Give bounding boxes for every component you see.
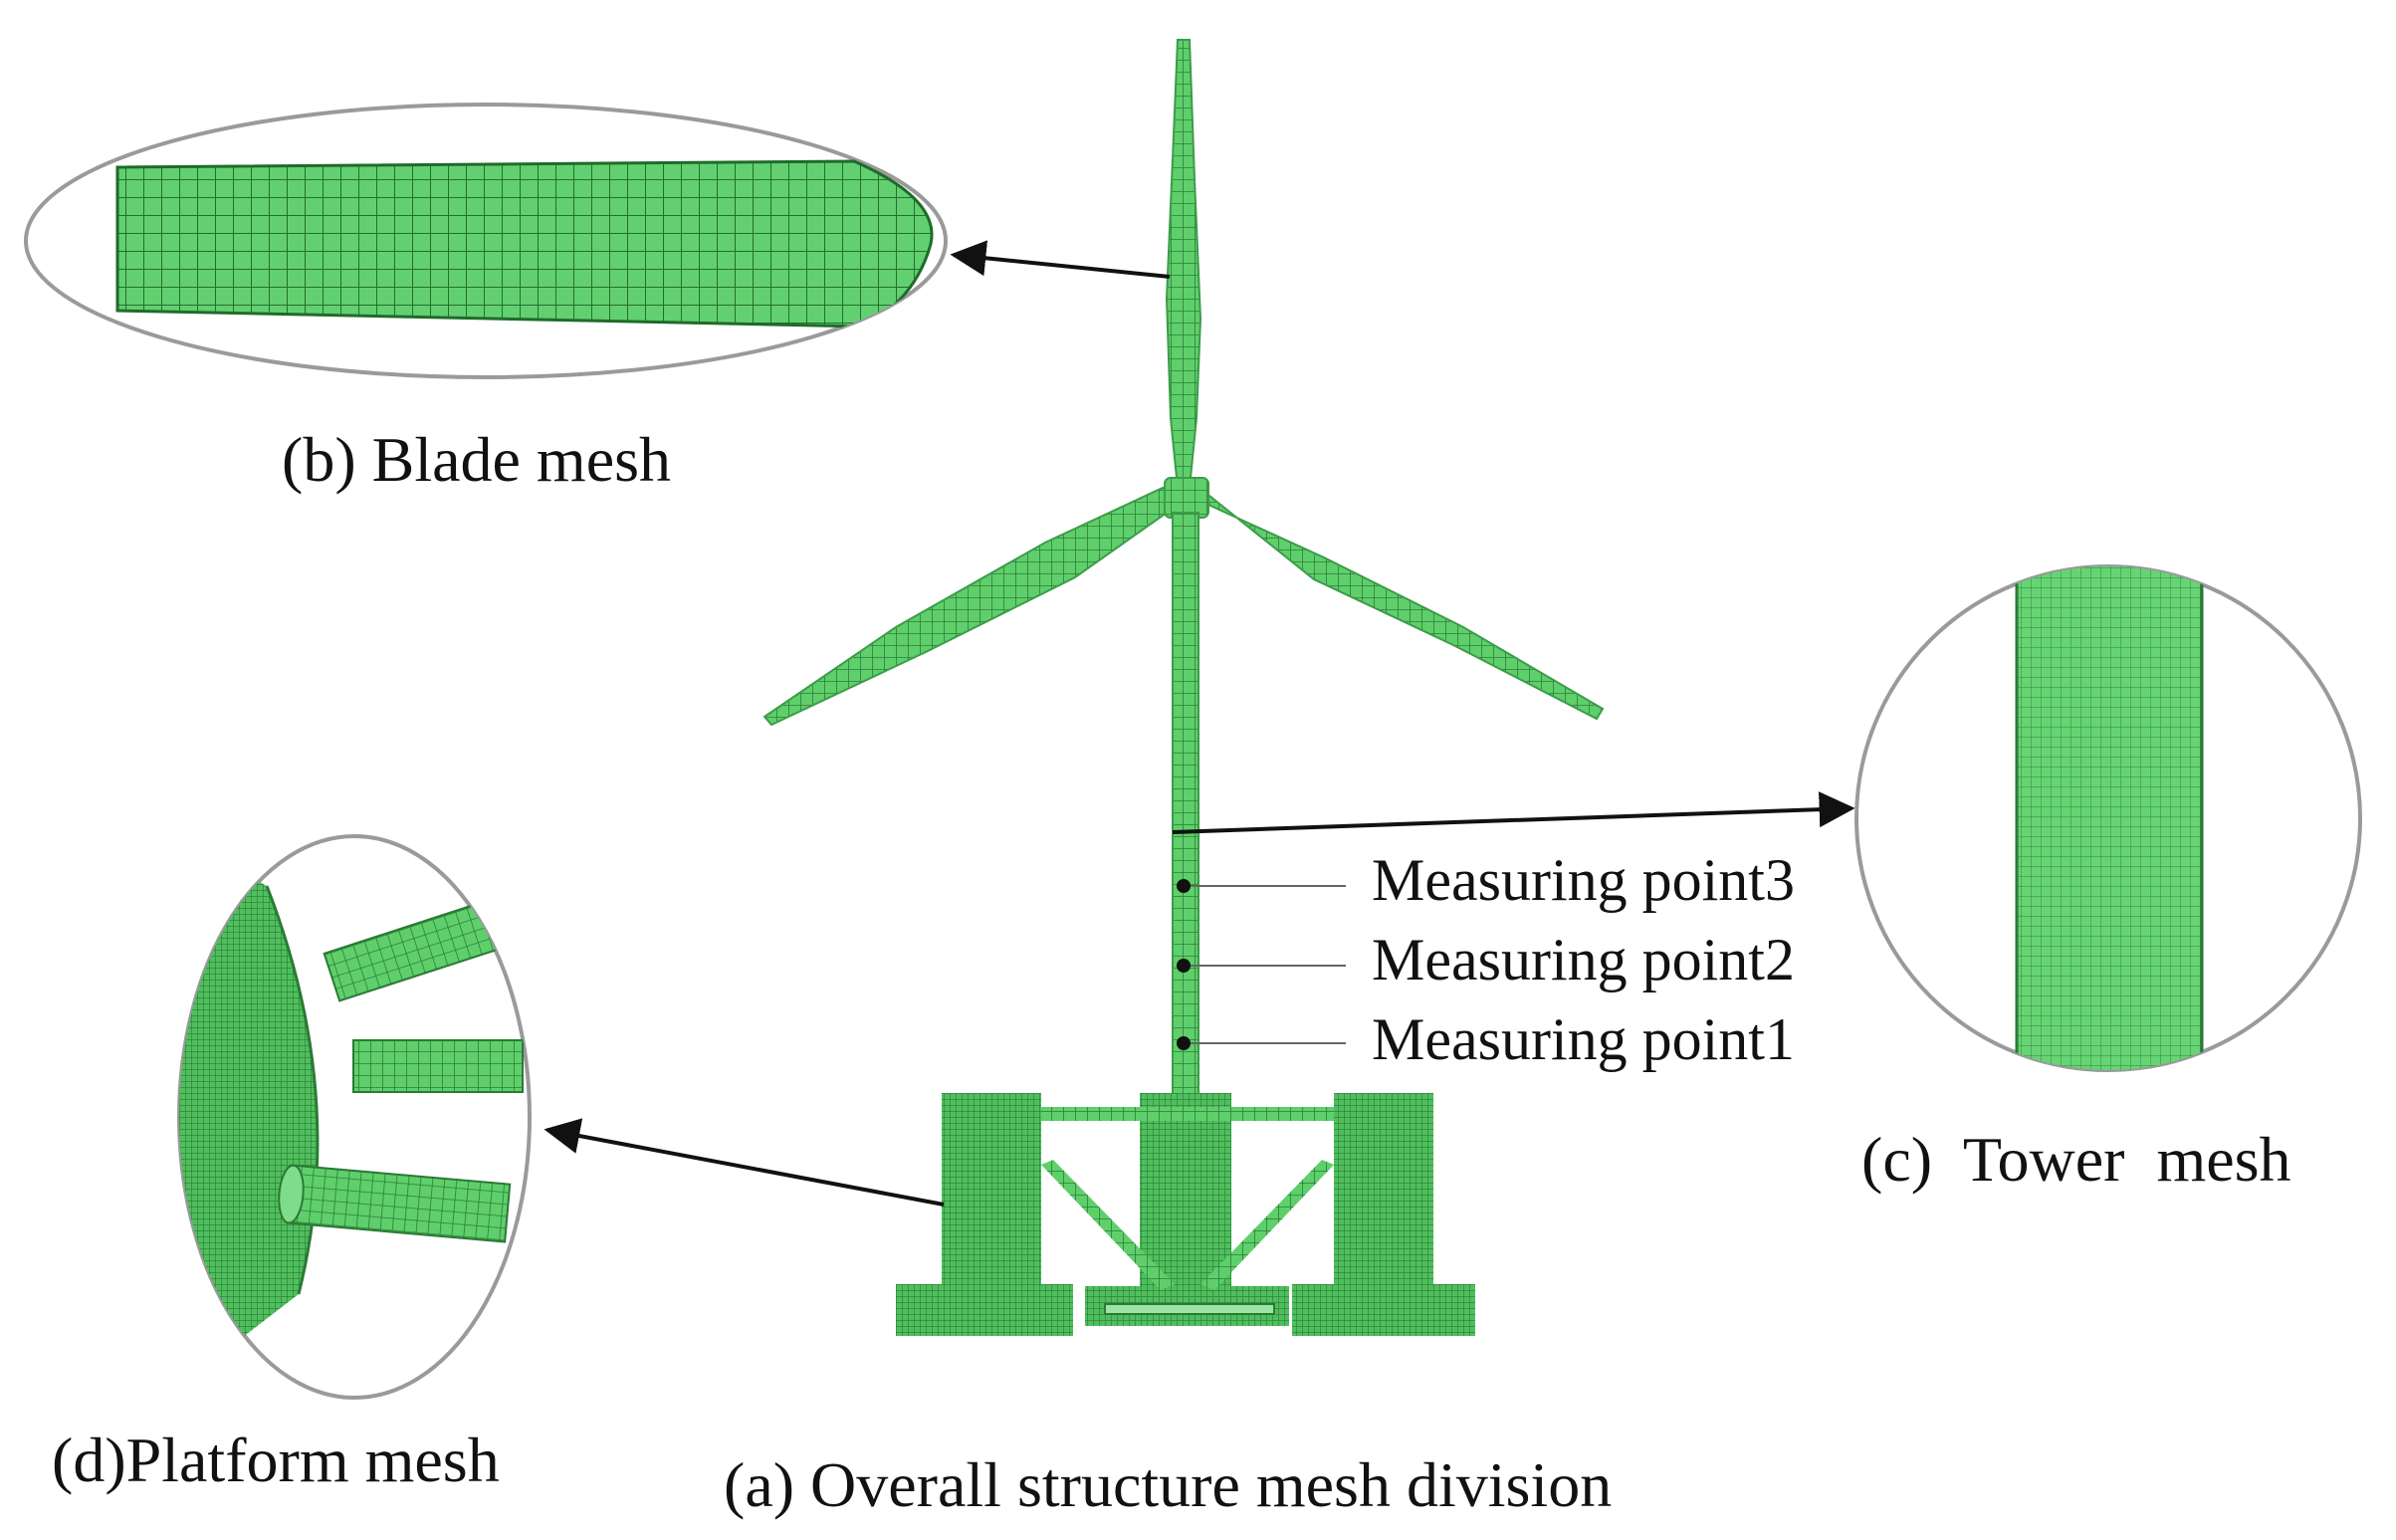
measuring-point1-label: Measuring point1: [1372, 1006, 1795, 1072]
platform-diagonal-left: [1041, 1160, 1175, 1290]
measuring-point2-label: Measuring point2: [1372, 927, 1795, 992]
platform-diagonal-right: [1200, 1160, 1334, 1290]
tower-detail: [1854, 564, 2362, 1072]
measuring-point3-label: Measuring point3: [1372, 847, 1795, 913]
measuring-point1-dot: [1177, 1036, 1191, 1050]
platform-column-mesh: [179, 836, 318, 1394]
caption-platform-mesh: (d)Platform mesh: [52, 1425, 500, 1495]
platform-pontoon-right: [1292, 1284, 1475, 1336]
turbine-blade-upper: [1165, 39, 1202, 479]
arrow-to-blade-detail: [950, 240, 1171, 279]
measuring-point3-dot: [1177, 879, 1191, 893]
platform-detail: [177, 834, 532, 1400]
tower-mesh-section: [2015, 566, 2204, 1070]
turbine-overall-mesh: [762, 39, 1605, 1336]
blade-detail: [24, 103, 948, 379]
caption-overall-structure: (a) Overall structure mesh division: [724, 1449, 1613, 1520]
callout-arrows: [544, 240, 1855, 1207]
platform-brace-center: [1104, 1303, 1275, 1315]
caption-blade-mesh: (b) Blade mesh: [282, 424, 671, 495]
platform-column-left: [942, 1093, 1041, 1320]
platform-brace-top: [1041, 1107, 1334, 1121]
platform-brace-middle: [352, 1039, 524, 1093]
turbine-platform: [896, 1093, 1475, 1336]
platform-pontoon-left: [896, 1284, 1073, 1336]
arrow-to-platform-detail: [544, 1118, 945, 1207]
turbine-blade-right: [1198, 487, 1605, 721]
turbine-blade-left: [762, 486, 1179, 727]
platform-column-right: [1334, 1093, 1433, 1320]
turbine-tower: [1172, 512, 1199, 1101]
measuring-point-markers: [1177, 879, 1346, 1050]
measuring-point2-dot: [1177, 959, 1191, 973]
platform-brace-lower: [278, 1164, 512, 1243]
blade-mesh-section: [115, 159, 934, 329]
caption-tower-mesh: (c) Tower mesh: [1861, 1124, 2291, 1195]
arrow-to-tower-detail: [1172, 791, 1855, 834]
